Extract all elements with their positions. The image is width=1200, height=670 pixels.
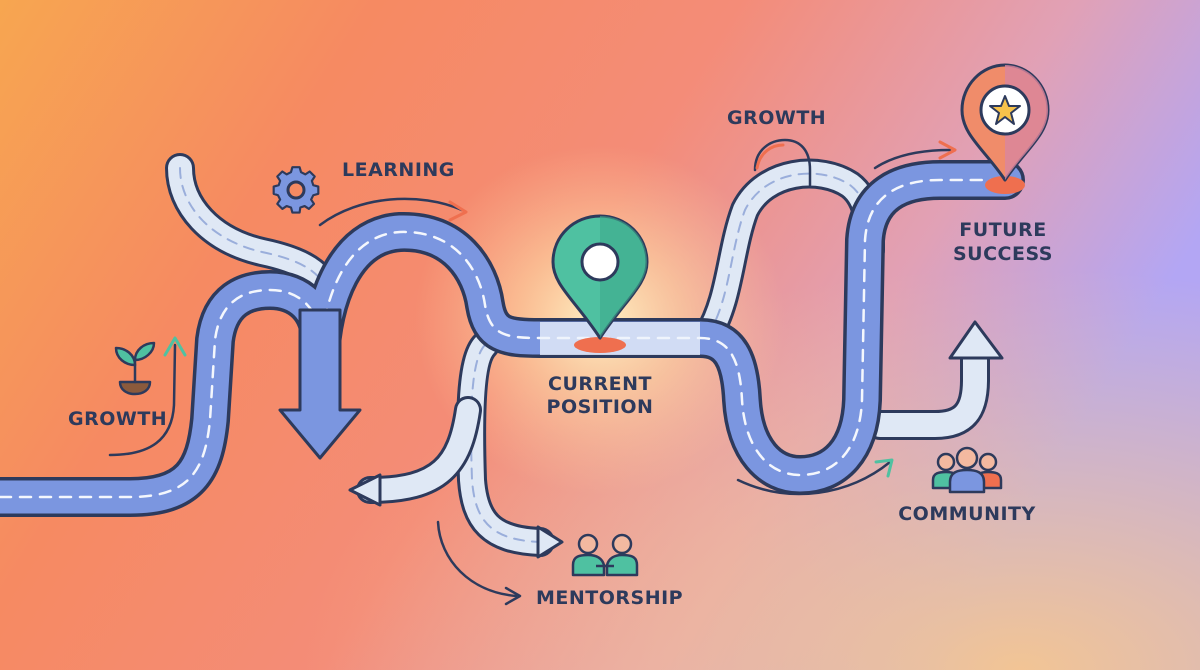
future-success-pin-icon [960,63,1050,194]
handshake-people-icon [571,533,639,577]
growth-left-label: GROWTH [68,408,167,430]
growth-top-arrow [753,138,812,187]
future-arrow [873,148,952,170]
community-arrow [736,460,892,496]
mentorship-branch-arrow [536,525,564,559]
mentorship-label: MENTORSHIP [536,587,683,609]
mentorship-arrow [436,520,518,598]
future-success-label-line1: FUTURE [959,219,1046,241]
learning-label: LEARNING [342,159,455,181]
gear-icon [272,166,320,214]
current-position-label-line1: CURRENT [548,373,652,395]
future-success-label-line2: SUCCESS [953,243,1053,265]
community-label: COMMUNITY [898,503,1036,525]
main-road [0,160,1025,517]
left-branch-arrow [348,473,382,507]
sprout-icon [114,341,156,396]
group-people-icon [931,446,1003,494]
current-position-label-line2: POSITION [547,396,654,418]
accent-arrows [108,138,957,606]
up-arrow [948,320,1004,360]
growth-left-arrow [108,343,177,457]
growth-top-label: GROWTH [727,107,826,129]
down-arrow [278,308,362,460]
current-position-pin-icon [551,214,649,353]
learning-arrow [318,197,464,227]
